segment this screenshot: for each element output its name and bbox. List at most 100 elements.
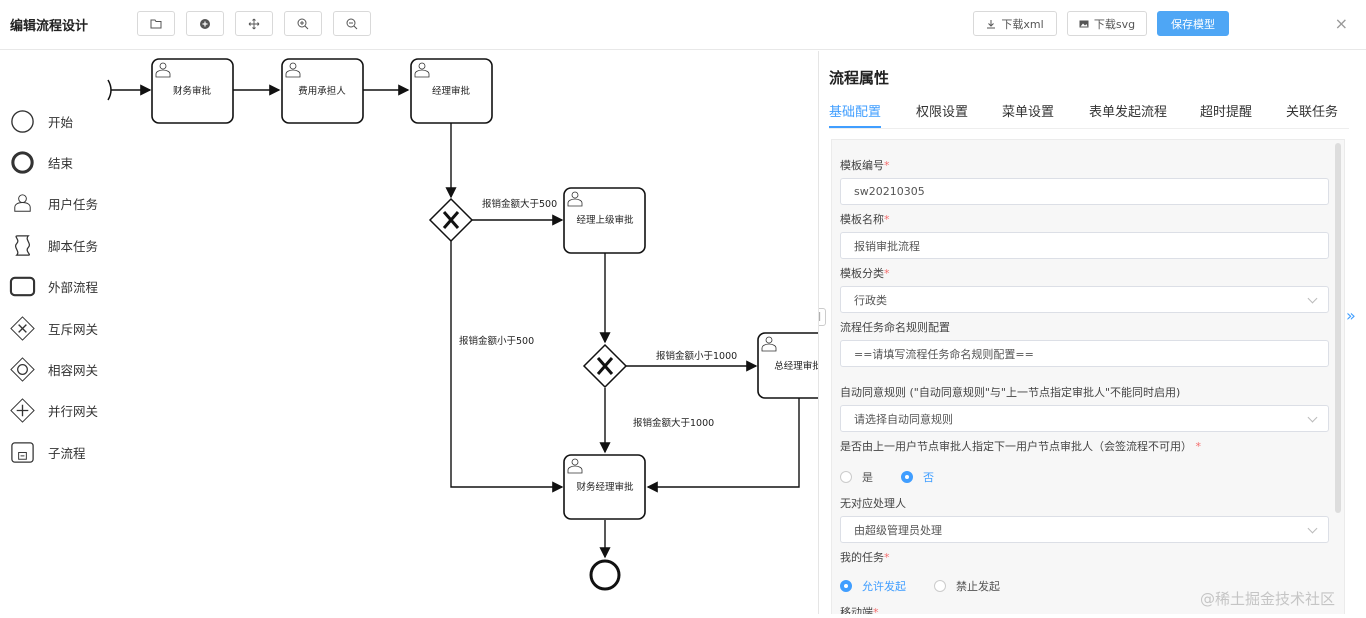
- zoom-out-icon: [346, 18, 358, 29]
- task-label: 财务经理审批: [576, 481, 634, 493]
- my-task-radio-group: 允许发起 禁止发起: [840, 578, 1000, 594]
- tab-menu[interactable]: 菜单设置: [1002, 105, 1055, 120]
- save-model-label: 保存模型: [1171, 17, 1215, 31]
- move-icon: [248, 18, 260, 29]
- task-label: 总经理审批: [774, 360, 818, 372]
- task-manager[interactable]: 经理审批: [410, 58, 493, 124]
- exclusive-gateway-1[interactable]: [428, 197, 474, 243]
- double-chevron-right-icon[interactable]: »: [1346, 306, 1356, 325]
- palette-script-task[interactable]: 脚本任务: [9, 231, 98, 259]
- radio-allow[interactable]: [840, 580, 852, 592]
- palette-inclusive-gateway[interactable]: 相容网关: [9, 355, 98, 383]
- plus-circle-icon: [200, 18, 210, 29]
- user-icon: [761, 336, 777, 352]
- palette-subprocess[interactable]: 子流程: [9, 438, 86, 466]
- task-superior[interactable]: 经理上级审批: [563, 187, 646, 254]
- my-task-label: 我的任务*: [840, 551, 890, 564]
- close-icon[interactable]: ×: [1334, 14, 1348, 33]
- user-task-icon: [14, 193, 31, 212]
- move-button[interactable]: [235, 11, 273, 36]
- palette-external-process[interactable]: 外部流程: [9, 272, 98, 300]
- edge-label-lt500: 报销金额小于500: [459, 335, 534, 347]
- mobile-label: 移动端*: [840, 606, 879, 614]
- toolbar: 编辑流程设计 下载xml 下载svg 保存模型 ×: [0, 0, 1366, 50]
- user-icon: [155, 62, 171, 78]
- template-name-input[interactable]: 报销审批流程: [840, 232, 1329, 259]
- naming-rule-label: 流程任务命名规则配置: [840, 321, 950, 334]
- download-xml-button[interactable]: 下载xml: [973, 11, 1057, 36]
- palette-end-event[interactable]: 结束: [9, 148, 73, 176]
- palette-label: 并行网关: [48, 403, 99, 419]
- radio-yes-label: 是: [862, 471, 873, 484]
- tab-permission[interactable]: 权限设置: [916, 105, 969, 120]
- task-finance[interactable]: 财务审批: [151, 58, 234, 124]
- save-model-button[interactable]: 保存模型: [1157, 11, 1229, 36]
- panel-title: 流程属性: [829, 69, 890, 87]
- form-scrollbar[interactable]: [1335, 143, 1341, 513]
- zoom-in-button[interactable]: [284, 11, 322, 36]
- template-code-input[interactable]: sw20210305: [840, 178, 1329, 205]
- tab-timeout[interactable]: 超时提醒: [1200, 105, 1253, 120]
- script-task-icon: [15, 234, 30, 256]
- auto-agree-select[interactable]: 请选择自动同意规则: [840, 405, 1329, 432]
- palette-start-event[interactable]: 开始: [9, 107, 73, 135]
- active-tab-indicator: [829, 126, 881, 128]
- template-name-label: 模板名称*: [840, 213, 890, 226]
- radio-yes[interactable]: [840, 471, 852, 483]
- start-event-partial: [107, 79, 112, 101]
- template-category-select[interactable]: 行政类: [840, 286, 1329, 313]
- basic-config-form: 模板编号* sw20210305 模板名称* 报销审批流程 模板分类* 行政类 …: [831, 139, 1345, 614]
- no-handler-select[interactable]: 由超级管理员处理: [840, 516, 1329, 543]
- flow-gateway1-to-finance-manager: [450, 240, 564, 493]
- download-svg-button[interactable]: 下载svg: [1067, 11, 1147, 36]
- exclusive-gateway-icon: [10, 315, 35, 341]
- palette-label: 结束: [48, 155, 74, 171]
- task-label: 费用承担人: [298, 85, 346, 97]
- task-expense[interactable]: 费用承担人: [281, 58, 364, 124]
- auto-agree-label: 自动同意规则 ("自动同意规则"与"上一节点指定审批人"不能同时启用): [840, 386, 1181, 399]
- download-icon: [987, 19, 996, 28]
- prev-assign-radio-group: 是 否: [840, 469, 934, 485]
- edge-label-gt500: 报销金额大于500: [482, 198, 557, 210]
- palette-exclusive-gateway[interactable]: 互斥网关: [9, 314, 98, 342]
- task-label: 经理上级审批: [576, 214, 634, 226]
- end-event[interactable]: [589, 559, 621, 591]
- properties-panel: ‖ 流程属性 基础配置 权限设置 菜单设置 表单发起流程 超时提醒 关联任务 模…: [818, 51, 1366, 614]
- panel-resize-handle[interactable]: ‖: [819, 308, 826, 326]
- edge-label-lt1000: 报销金额小于1000: [656, 350, 737, 362]
- radio-forbid[interactable]: [934, 580, 946, 592]
- palette-label: 子流程: [48, 445, 86, 461]
- no-handler-label: 无对应处理人: [840, 497, 906, 510]
- watermark: @稀土掘金技术社区: [1200, 590, 1336, 608]
- tab-basic-config[interactable]: 基础配置: [829, 105, 882, 120]
- tab-divider: [829, 128, 1349, 129]
- start-event-icon: [11, 109, 34, 133]
- bpmn-canvas[interactable]: 财务审批 费用承担人 经理审批 经理上级审批 总经理审批 财务经理审批: [0, 51, 840, 614]
- task-general-manager[interactable]: 总经理审批: [757, 332, 840, 399]
- zoom-out-button[interactable]: [333, 11, 371, 36]
- palette-label: 外部流程: [48, 279, 99, 295]
- open-file-button[interactable]: [137, 11, 175, 36]
- radio-forbid-label: 禁止发起: [956, 580, 1000, 593]
- tab-form-launch[interactable]: 表单发起流程: [1089, 105, 1168, 120]
- palette-label: 开始: [48, 114, 74, 130]
- tab-related-task[interactable]: 关联任务: [1286, 105, 1339, 120]
- naming-rule-input[interactable]: ==请填写流程任务命名规则配置==: [840, 340, 1329, 367]
- subprocess-icon: [11, 441, 34, 463]
- radio-allow-label: 允许发起: [862, 580, 906, 593]
- exclusive-gateway-2[interactable]: [582, 343, 628, 389]
- palette-parallel-gateway[interactable]: 并行网关: [9, 396, 98, 424]
- template-code-label: 模板编号*: [840, 159, 890, 172]
- folder-icon: [150, 19, 162, 28]
- task-label: 财务审批: [173, 85, 212, 97]
- zoom-in-icon: [297, 18, 309, 29]
- palette-label: 用户任务: [48, 196, 99, 212]
- task-label: 经理审批: [432, 85, 471, 97]
- end-event-icon: [11, 150, 34, 174]
- palette-user-task[interactable]: 用户任务: [9, 189, 98, 217]
- template-category-label: 模板分类*: [840, 267, 890, 280]
- chevron-down-icon: [1307, 293, 1318, 304]
- radio-no[interactable]: [901, 471, 913, 483]
- task-finance-manager[interactable]: 财务经理审批: [563, 454, 646, 520]
- add-button[interactable]: [186, 11, 224, 36]
